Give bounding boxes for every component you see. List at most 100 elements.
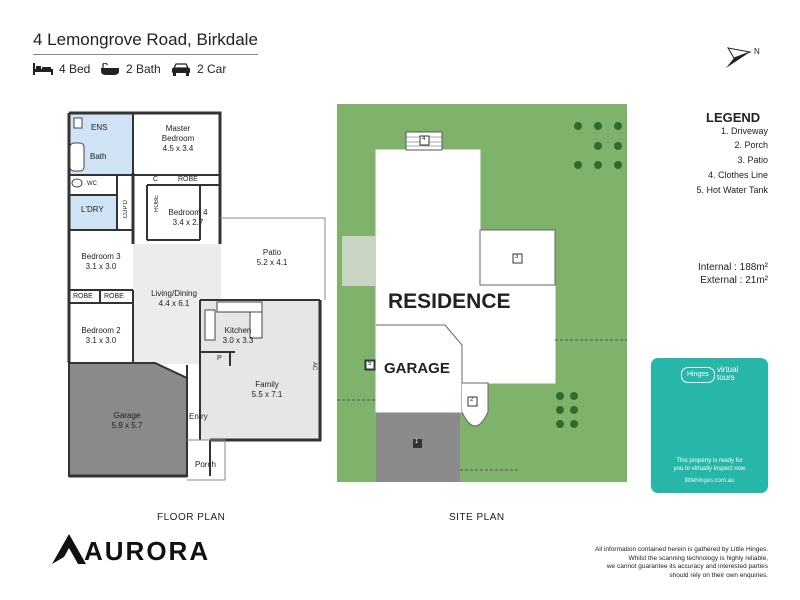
- room-ac: AC: [311, 362, 317, 371]
- kitchen-name: Kitchen: [224, 326, 252, 335]
- room-living-dining: Living/Dining 4.4 x 6.1: [146, 289, 202, 309]
- feature-car-label: 2 Car: [197, 62, 227, 76]
- virtual-tours-title-a: virtual: [717, 365, 739, 374]
- internal-area: Internal : 188m²: [698, 262, 768, 273]
- site-garage-label: GARAGE: [384, 360, 450, 377]
- bed3-size: 3.1 x 3.0: [85, 262, 117, 271]
- marker-4: 4: [422, 136, 426, 142]
- marker-3: 3: [515, 254, 519, 260]
- feature-car: 2 Car: [171, 62, 226, 76]
- master-name: Master: [165, 124, 191, 133]
- marker-2: 2: [470, 397, 474, 403]
- feature-bed: 4 Bed: [33, 62, 90, 76]
- site-plan: [337, 104, 627, 482]
- internal-area-value: : 188m²: [734, 262, 768, 273]
- virtual-tour-card[interactable]: Hinges virtual tours This property is re…: [651, 358, 768, 493]
- disclaimer-line-2: Whilst the scanning technology is highly…: [628, 554, 768, 562]
- family-name: Family: [255, 380, 279, 389]
- legend-title: LEGEND: [706, 110, 761, 125]
- bed2-size: 3.1 x 3.0: [85, 336, 117, 345]
- room-patio: Patio 5.2 x 4.1: [250, 248, 294, 268]
- patio-name: Patio: [262, 248, 282, 257]
- room-robe-a: ROBE: [73, 293, 93, 300]
- marker-4-box: [419, 135, 430, 146]
- feature-bath: 2 Bath: [100, 62, 161, 76]
- feature-bath-label: 2 Bath: [126, 62, 161, 76]
- marker-3-box: [512, 253, 523, 264]
- room-robe-master: ROBE: [178, 176, 198, 183]
- laundry-floor: [69, 195, 117, 230]
- marker-5: 5: [368, 361, 372, 367]
- marker-5-box: [365, 360, 375, 370]
- room-bath: Bath: [90, 152, 107, 161]
- room-pantry: P: [217, 355, 222, 362]
- room-laundry: L'DRY: [81, 205, 104, 214]
- virtual-tours-title: virtual tours: [717, 366, 738, 382]
- garage-outline: [376, 324, 463, 412]
- legend-item-4: 4. Clothes Line: [707, 170, 768, 180]
- kitchen-size: 3.0 x 3.3: [222, 336, 254, 345]
- feature-bed-label: 4 Bed: [59, 62, 91, 76]
- site-markers: [365, 135, 523, 448]
- bed4-size: 3.4 x 2.7: [172, 218, 204, 227]
- virtual-tour-line-2: you to virtually inspect now: [673, 466, 746, 472]
- room-cupboard: CUP'D: [123, 200, 129, 219]
- hinges-badge: Hinges: [681, 367, 715, 383]
- aurora-logo: AURORA: [84, 536, 211, 566]
- ensuite-toilet: [73, 117, 83, 129]
- room-wc: WC: [87, 181, 97, 187]
- external-area-value: : 21m²: [739, 275, 768, 286]
- header-divider: [33, 54, 258, 55]
- legend-item-3: 3. Patio: [737, 155, 768, 165]
- island-bench: [204, 309, 216, 341]
- bed3-name: Bedroom 3: [81, 252, 121, 261]
- room-cupboard-c: C: [153, 176, 159, 183]
- patio-outline: [220, 217, 326, 300]
- site-plan-caption: SITE PLAN: [449, 512, 505, 523]
- marker-1-box: [413, 439, 422, 448]
- patio-size: 5.2 x 4.1: [256, 258, 288, 267]
- room-master: Master Bedroom 4.5 x 3.4: [150, 124, 206, 154]
- disclaimer-line-3: we cannot guarantee its accuracy and int…: [606, 563, 768, 570]
- outer-walls: [67, 111, 322, 478]
- disclaimer-line-4: should rely on their own enquiries.: [669, 571, 768, 579]
- bath-icon: [101, 62, 119, 75]
- external-area: External : 21m²: [700, 275, 768, 286]
- room-family: Family 5.5 x 7.1: [244, 380, 290, 400]
- porch-outline: [187, 439, 226, 481]
- legend-item-2: 2. Porch: [734, 140, 768, 150]
- room-robe-b: ROBE: [104, 293, 124, 300]
- family-size: 5.5 x 7.1: [251, 390, 283, 399]
- living-name: Living/Dining: [151, 289, 197, 298]
- room-bedroom-2: Bedroom 2 3.1 x 3.0: [75, 326, 127, 346]
- trees: [556, 122, 622, 428]
- room-garage: Garage 5.9 x 5.7: [104, 411, 150, 431]
- marker-2-box: [467, 396, 478, 407]
- disclaimer: All information contained herein is gath…: [538, 546, 768, 580]
- living-size: 4.4 x 6.1: [158, 299, 190, 308]
- master-name-2: Bedroom: [161, 134, 195, 143]
- room-robe-bed4: ROBE: [154, 195, 160, 213]
- legend-item-1: 1. Driveway: [720, 126, 768, 136]
- external-area-label: External: [700, 275, 737, 286]
- room-bedroom-4: Bedroom 4 3.4 x 2.7: [165, 208, 211, 228]
- bed-icon: [33, 63, 53, 75]
- kitchen-bench: [216, 301, 263, 313]
- virtual-tour-url[interactable]: littlehinges.com.au: [684, 478, 735, 484]
- north-label: N: [754, 47, 760, 56]
- residence-label: RESIDENCE: [388, 290, 511, 313]
- bed2-name: Bedroom 2: [81, 326, 121, 335]
- floor-plan: [67, 111, 326, 481]
- bed4-name: Bedroom 4: [168, 208, 208, 217]
- room-bedroom-3: Bedroom 3 3.1 x 3.0: [75, 252, 127, 272]
- property-address: 4 Lemongrove Road, Birkdale: [33, 30, 258, 49]
- north-arrow-icon: [726, 47, 752, 68]
- room-ensuite: ENS: [91, 123, 108, 132]
- car-icon: [172, 62, 190, 76]
- toilet: [71, 178, 83, 188]
- garage-size: 5.9 x 5.7: [111, 421, 143, 430]
- floor-plan-caption: FLOOR PLAN: [157, 512, 226, 523]
- virtual-tour-line-1: This property is ready for: [676, 458, 743, 464]
- fence-lines: [337, 339, 627, 471]
